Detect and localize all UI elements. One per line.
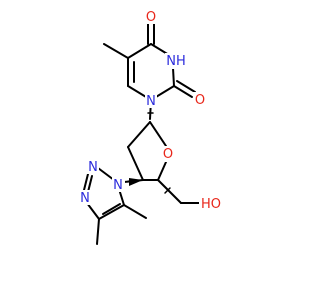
atom-n1: N xyxy=(145,93,157,109)
bond-n3tri-c4tri xyxy=(86,202,100,220)
bond-c4prime-c5prime xyxy=(157,179,182,204)
atom-label-n1: N xyxy=(146,94,156,109)
atom-o-carbonyl-right: O xyxy=(193,92,207,108)
atom-o-ring: O xyxy=(162,146,175,162)
bond-n2tri-n3tri-b xyxy=(83,173,89,191)
stereo-bonds xyxy=(129,112,171,194)
stereo-hash-c4prime xyxy=(164,187,171,194)
bond-c4tri-c5tri-double xyxy=(102,203,121,215)
atom-o-carbonyl-top: O xyxy=(144,8,158,25)
atom-oh: HO xyxy=(199,196,223,212)
atom-label-nh: NH xyxy=(166,54,186,69)
molecule-structure: O NH O N O HO N N xyxy=(79,8,223,245)
atom-label-o-right: O xyxy=(195,93,205,108)
atom-labels: O NH O N O HO N N xyxy=(79,8,223,212)
bond-n1tri-n2tri xyxy=(97,167,115,181)
bond-c5-c4 xyxy=(127,43,152,59)
bond-n3-c2 xyxy=(172,67,175,87)
atom-n-tri-upper: N xyxy=(87,159,99,175)
atom-nh: NH xyxy=(165,53,187,69)
atom-label-n-tri-upper: N xyxy=(88,160,98,175)
atom-label-n-tri-mid: N xyxy=(80,191,90,206)
bond-c4tri-methyl xyxy=(96,218,100,245)
bond-c5tri-methyl xyxy=(123,204,147,219)
atom-n-tri-attach: N xyxy=(112,177,125,193)
bond-c4prime-oring xyxy=(157,161,167,181)
bond-c2-o-double-a xyxy=(173,85,193,98)
bonds xyxy=(83,23,201,245)
bond-c2-o-double-b xyxy=(176,80,196,93)
atom-label-oh: HO xyxy=(201,197,221,212)
bond-c5-methyl xyxy=(103,43,129,59)
atom-label-o-top: O xyxy=(146,10,156,25)
atom-label-n-tri-attach: N xyxy=(113,178,123,193)
bond-c1prime-c2prime xyxy=(127,121,151,148)
stereo-wedge-c3prime xyxy=(129,178,143,186)
atom-label-o-ring: O xyxy=(163,147,173,162)
bond-oring-c1prime xyxy=(149,121,167,147)
bond-c2prime-c3prime xyxy=(127,146,144,181)
bond-c4tri-c5tri xyxy=(98,204,125,220)
bond-n2tri-n3tri-a xyxy=(87,175,93,193)
atom-n-tri-mid: N xyxy=(79,190,91,206)
